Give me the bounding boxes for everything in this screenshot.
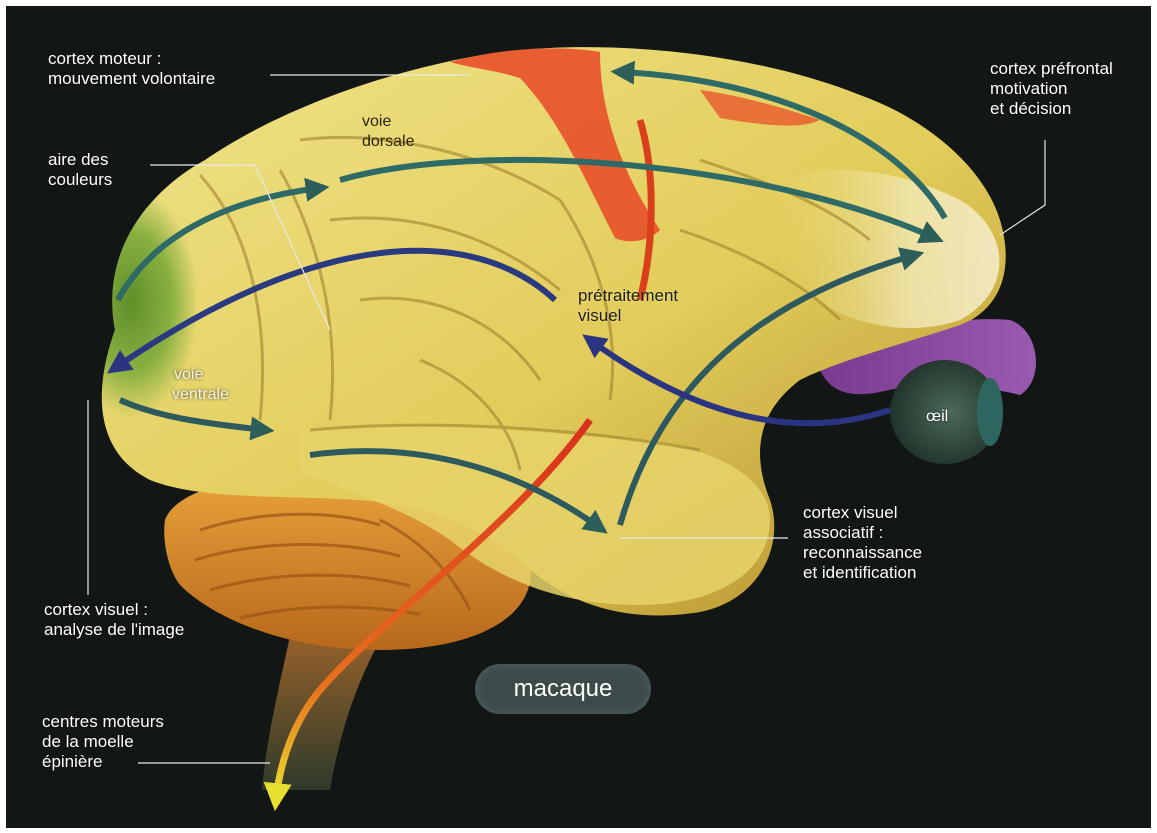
- label-preprocessing: prétraitement visuel: [578, 286, 678, 326]
- label-eye: œil: [926, 407, 948, 427]
- label-associative: cortex visuel associatif : reconnaissanc…: [803, 503, 922, 583]
- label-spinal-motor: centres moteurs de la moelle épinière: [42, 712, 164, 772]
- eye-cornea: [977, 378, 1003, 446]
- label-dorsal-path: voie dorsale: [362, 112, 414, 152]
- species-label: macaque: [475, 664, 651, 714]
- label-prefrontal: cortex préfrontal motivation et décision: [990, 59, 1113, 119]
- label-visual-cortex: cortex visuel : analyse de l'image: [44, 600, 184, 640]
- label-motor-cortex: cortex moteur : mouvement volontaire: [48, 49, 215, 89]
- label-ventral-path: voie ventrale: [172, 365, 229, 405]
- label-color-area: aire des couleurs: [48, 150, 112, 190]
